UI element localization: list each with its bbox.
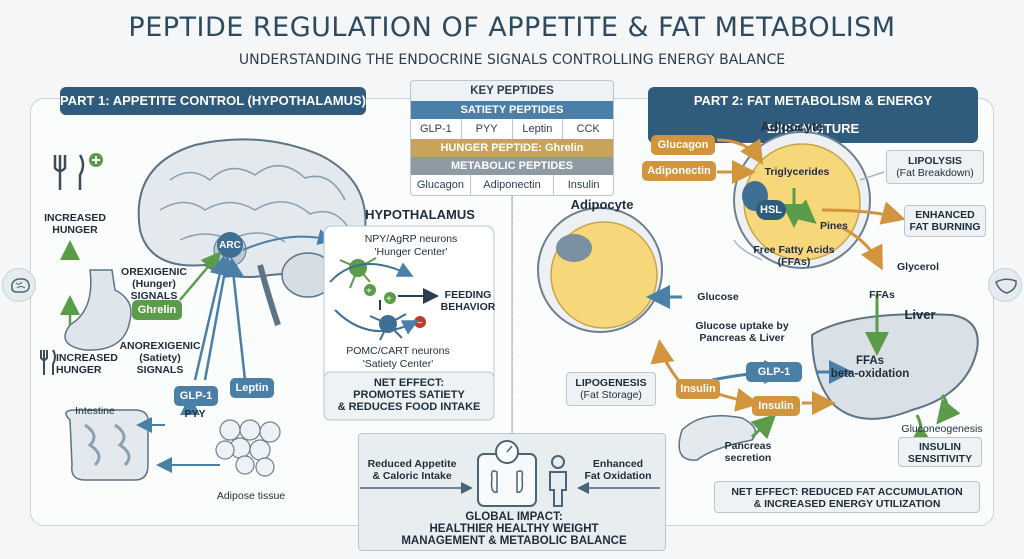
metabolic-peptide: Glucagon — [411, 175, 471, 195]
leptin-chip: Leptin — [230, 378, 274, 398]
metabolic-peptide: Insulin — [554, 175, 613, 195]
lipolysis-box: LIPOLYSIS (Fat Breakdown) — [886, 150, 984, 184]
page-title: PEPTIDE REGULATION OF APPETITE & FAT MET… — [128, 12, 896, 43]
fork-knife-icon-small — [40, 349, 56, 375]
adiponectin-chip: Adiponectin — [642, 161, 716, 181]
ffa-label: Free Fatty Acids (FFAs) — [753, 244, 835, 268]
satiety-header: SATIETY PEPTIDES — [411, 101, 613, 119]
key-peptides-title: KEY PEPTIDES — [470, 85, 554, 97]
satiety-peptide: CCK — [563, 119, 613, 139]
svg-text:+: + — [386, 294, 392, 305]
enhanced-fat-burning: ENHANCED FAT BURNING — [904, 205, 986, 237]
glucose-label: Glucose — [697, 291, 739, 303]
orexigenic-label: OREXIGENIC (Hunger) SIGNALS — [121, 266, 187, 302]
insulin-sensitivity-box: INSULIN SENSITIVITY — [898, 437, 982, 467]
page-subtitle: UNDERSTANDING THE ENDOCRINE SIGNALS CONT… — [238, 52, 786, 68]
reduced-appetite-label: Reduced Appetite & Caloric Intake — [367, 458, 457, 482]
ffas-label: FFAs — [869, 289, 895, 301]
pancreas-label: Pancreas secretion — [724, 440, 772, 464]
metabolic-header: METABOLIC PEPTIDES — [411, 157, 613, 175]
global-icons — [477, 440, 567, 507]
pomc-sub: 'Satiety Center' — [362, 358, 434, 370]
metabolic-peptide: Adiponectin — [470, 175, 555, 195]
hsl-chip: HSL — [756, 200, 786, 220]
svg-text:−: − — [417, 318, 423, 329]
glp1-chip-part2: GLP-1 — [746, 362, 802, 382]
arc-nucleus — [217, 232, 243, 258]
liver-title: Liver — [904, 307, 936, 322]
hunger-header: HUNGER PEPTIDE: Ghrelin — [411, 139, 613, 157]
part2-net-effect: NET EFFECT: REDUCED FAT ACCUMULATION & I… — [714, 481, 980, 513]
triglycerides-label: Triglycerides — [764, 166, 830, 178]
adipocyte-top-label: Adipocyte — [760, 119, 824, 134]
pyy-label: PYY — [184, 408, 206, 420]
increased-hunger-bottom: INCREASED HUNGER — [56, 352, 118, 376]
global-impact-label: GLOBAL IMPACT: HEALTHIEᖇ HEALTHY WEIGHT … — [401, 511, 627, 547]
part1-net-effect: NET EFFECT: PROMOTES SATIETY & REDUCES F… — [337, 377, 481, 413]
npy-label: NPY/AgRP neurons — [364, 233, 458, 245]
stomach-shape — [64, 269, 132, 351]
lipogenesis-box: LIPOGENESIS (Fat Storage) — [566, 372, 656, 406]
lipogenesis-label: LIPOGENESIS — [575, 377, 647, 389]
pines-label: Pines — [819, 220, 848, 232]
lipogenesis-sub: (Fat Storage) — [580, 389, 642, 401]
adipocyte-left-label: Adipocyte — [570, 197, 634, 212]
adipose-label: Adipose tissue — [216, 490, 286, 502]
satiety-peptide: Leptin — [512, 119, 564, 139]
global-arrows — [360, 482, 660, 494]
npy-sub: 'Hunger Center' — [374, 246, 448, 258]
satiety-peptide: PYY — [461, 119, 513, 139]
gluconeogenesis-label: Gluconeogenesis — [901, 423, 983, 435]
satiety-peptide: GLP-1 — [411, 119, 462, 139]
svg-text:+: + — [366, 286, 372, 297]
ghrelin-chip: Ghrelin — [132, 300, 182, 320]
glucose-uptake-label: Glucose uptake by Pancreas & Liver — [695, 320, 789, 344]
lipolysis-sub: (Fat Breakdown) — [896, 167, 974, 179]
insulin-chip: Insulin — [676, 379, 720, 399]
feeding-behavior: FEEDING BEHAVIOR — [440, 289, 496, 313]
pomc-label: POMC/CART neurons — [346, 345, 450, 357]
glycerol-label: Glycerol — [896, 261, 940, 273]
glucagon-chip: Glucagon — [651, 135, 715, 155]
glp1-chip: GLP-1 — [174, 386, 218, 406]
intestine-shape — [65, 409, 149, 481]
intestine-label: Intestine — [75, 405, 115, 417]
hypothalamus-title: HYPOTHALAMUS — [365, 207, 475, 222]
enhanced-oxidation-label: Enhanced Fat Oxidation — [584, 458, 652, 482]
pomc-neuron — [369, 313, 407, 341]
part1-artwork: + + − — [40, 138, 495, 481]
fork-knife-icon — [53, 154, 85, 190]
arc-label: ARC — [219, 240, 241, 251]
anorexigenic-label: ANOREXIGENIC (Satiety) SIGNALS — [119, 340, 201, 376]
insulin-chip-2: Insulin — [752, 396, 800, 416]
part1-header: PART 1: APPETITE CONTROL (HYPOTHALAMUS) — [60, 87, 366, 115]
liver-side-icon — [988, 268, 1022, 302]
liver-ffas-label: FFAs beta-oxidation — [830, 355, 910, 380]
adipose-cells — [215, 419, 281, 477]
pancreas-shape — [678, 415, 757, 461]
panel-divider — [512, 196, 513, 496]
brain-side-icon — [2, 268, 36, 302]
part2-artwork — [537, 131, 979, 461]
increased-hunger-top: INCREASED HUNGER — [44, 212, 106, 236]
lipolysis-label: LIPOLYSIS — [908, 155, 962, 167]
key-peptides-box: KEY PEPTIDES SATIETY PEPTIDES GLP-1 PYY … — [410, 80, 614, 196]
